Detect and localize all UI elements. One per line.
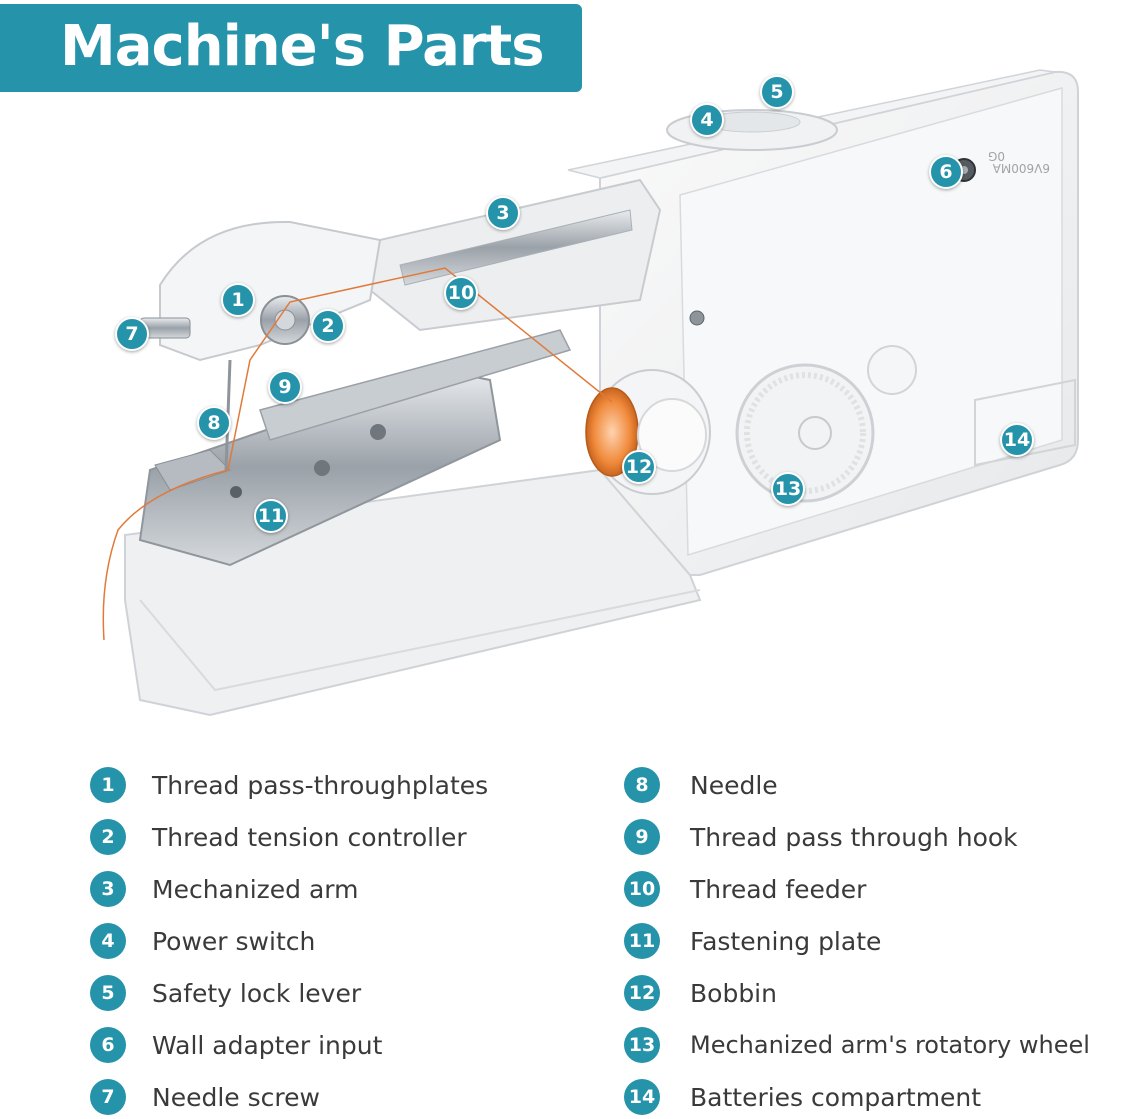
device-label-top: 0G [988,149,1005,163]
legend-badge: 10 [624,871,660,907]
marker-12: 12 [622,450,656,484]
legend-label: Thread tension controller [152,823,467,852]
marker-7: 7 [115,317,149,351]
title-banner: Machine's Parts [0,4,582,92]
device-label-bottom: 6V600MA [992,161,1050,175]
page-title: Machine's Parts [60,14,545,79]
legend-label: Safety lock lever [152,979,362,1008]
marker-6: 6 [929,155,963,189]
battery-compartment [974,378,1076,467]
legend-badge: 11 [624,923,660,959]
marker-14: 14 [1000,423,1034,457]
marker-2: 2 [311,309,345,343]
legend-label: Fastening plate [690,927,882,956]
legend-badge: 5 [90,975,126,1011]
legend-badge: 2 [90,819,126,855]
legend-badge: 9 [624,819,660,855]
legend-label: Bobbin [690,979,777,1008]
thread-line [102,267,613,641]
legend-label: Thread feeder [690,875,867,904]
legend-badge: 4 [90,923,126,959]
legend-badge: 6 [90,1027,126,1063]
rotatory-wheel [735,363,875,503]
legend-label: Wall adapter input [152,1031,383,1060]
legend-badge: 12 [624,975,660,1011]
legend-label: Needle [690,771,778,800]
legend-label: Power switch [152,927,316,956]
marker-13: 13 [771,472,805,506]
marker-4: 4 [690,103,724,137]
legend-badge: 8 [624,767,660,803]
legend-label: Mechanized arm [152,875,359,904]
marker-8: 8 [197,406,231,440]
legend-badge: 14 [624,1079,660,1115]
marker-11: 11 [254,499,288,533]
marker-9: 9 [268,370,302,404]
marker-5: 5 [760,75,794,109]
legend-badge: 3 [90,871,126,907]
marker-10: 10 [444,276,478,310]
legend-label: Mechanized arm's rotatory wheel [690,1031,1090,1059]
legend-label: Thread pass through hook [690,823,1018,852]
sewing-machine-illustration: 0G 6V600MA [102,69,1079,717]
legend-badge: 13 [624,1027,660,1063]
legend-label: Thread pass-throughplates [152,771,489,800]
legend-badge: 7 [90,1079,126,1115]
legend-label: Needle screw [152,1083,320,1112]
legend-badge: 1 [90,767,126,803]
marker-1: 1 [221,283,255,317]
legend-label: Batteries compartment [690,1083,982,1112]
marker-3: 3 [486,196,520,230]
